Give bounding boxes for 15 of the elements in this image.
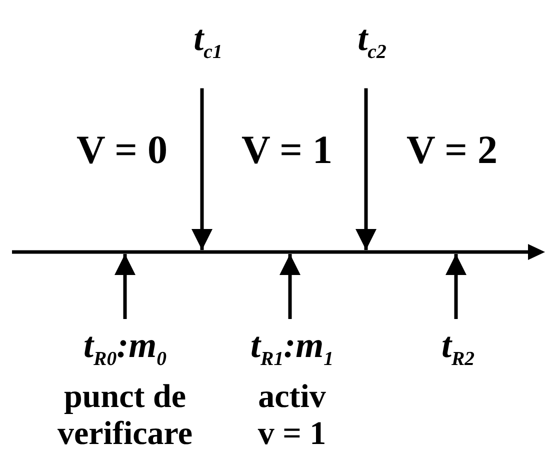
interval-label: V = 1: [242, 128, 332, 172]
arrow: [446, 254, 466, 319]
event-description: punct de verificare: [56, 379, 194, 454]
time-label: t$_{R1}$:m$_{1}$: [250, 325, 334, 372]
arrow: [192, 88, 212, 250]
interval-label: V = 2: [406, 128, 498, 172]
time-label: t$_{c2}$: [358, 18, 386, 66]
arrow: [280, 254, 300, 319]
time-label: t$_{R0}$:m$_{0}$: [84, 325, 166, 372]
arrow: [114, 254, 136, 319]
arrow: [356, 88, 376, 250]
time-label: t$_{c1}$: [194, 18, 222, 66]
event-description: activ v = 1: [256, 379, 328, 454]
time-label: t$_{R2}$: [441, 325, 475, 372]
interval-label: V = 0: [76, 128, 168, 172]
